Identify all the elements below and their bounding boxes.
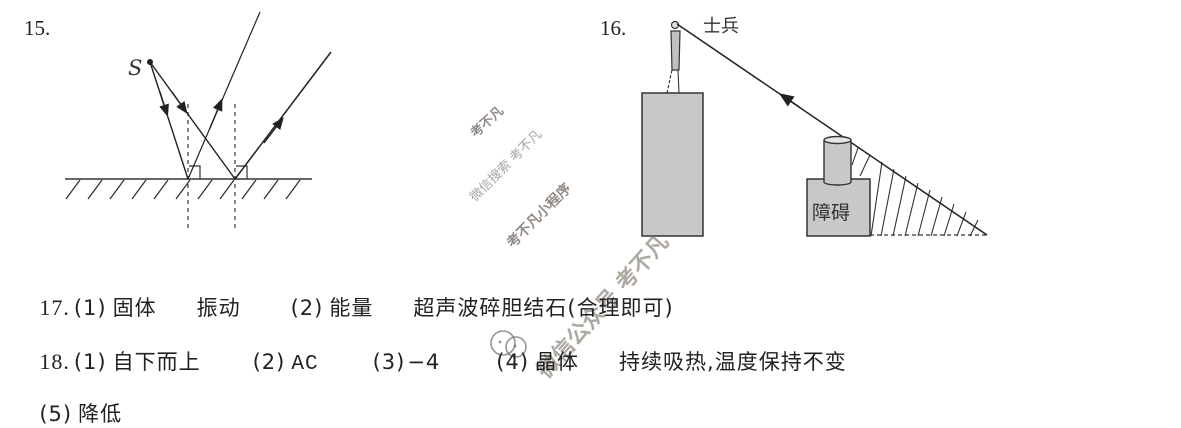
q17-part2-answer-a: 能量 [329, 296, 374, 320]
q18-part4-answer-b: 持续吸热,温度保持不变 [619, 350, 847, 374]
soldier-label: 士兵 [703, 16, 739, 37]
q18-part3-tag: (3) [372, 350, 406, 374]
line-of-sight-diagram [641, 20, 988, 237]
obstacle-label: 障碍 [812, 202, 851, 224]
q18-part1-tag: (1) [73, 350, 107, 374]
question-16-number: 16. [600, 16, 627, 40]
q18-part4-answer-a: 晶体 [535, 350, 580, 374]
question-18-number: 18. [39, 349, 70, 374]
q18-part4-tag: (4) [496, 350, 530, 374]
q18-part2-answer: AC [291, 353, 319, 376]
source-point-label: S [128, 56, 143, 80]
q17-part2-answer-b: 超声波碎胆结石(合理即可) [413, 296, 674, 320]
q17-part1-answer-b: 振动 [196, 296, 241, 320]
q17-part2-tag: (2) [290, 296, 324, 320]
question-15-number: 15. [24, 16, 51, 40]
answer-line-18: 18.(1)自下而上 (2)AC (3)−4 (4)晶体 持续吸热,温度保持不变 [24, 322, 847, 376]
q18-part2-tag: (2) [252, 350, 286, 374]
q18-part5-tag: (5) [39, 402, 73, 426]
q18-part1-answer: 自下而上 [112, 350, 201, 374]
q18-part3-answer: −4 [407, 350, 441, 374]
q18-part5-answer: 降低 [78, 402, 123, 426]
answer-line-17: 17.(1)固体 振动 (2)能量 超声波碎胆结石(合理即可) [24, 268, 674, 322]
wechat-logo-watermark [490, 330, 527, 358]
answer-line-18-part5: (5)降低 [24, 374, 122, 428]
q17-part1-tag: (1) [73, 296, 107, 320]
mirror-reflection-diagram [65, 11, 332, 232]
q17-part1-answer-a: 固体 [112, 296, 157, 320]
question-17-number: 17. [39, 295, 70, 320]
